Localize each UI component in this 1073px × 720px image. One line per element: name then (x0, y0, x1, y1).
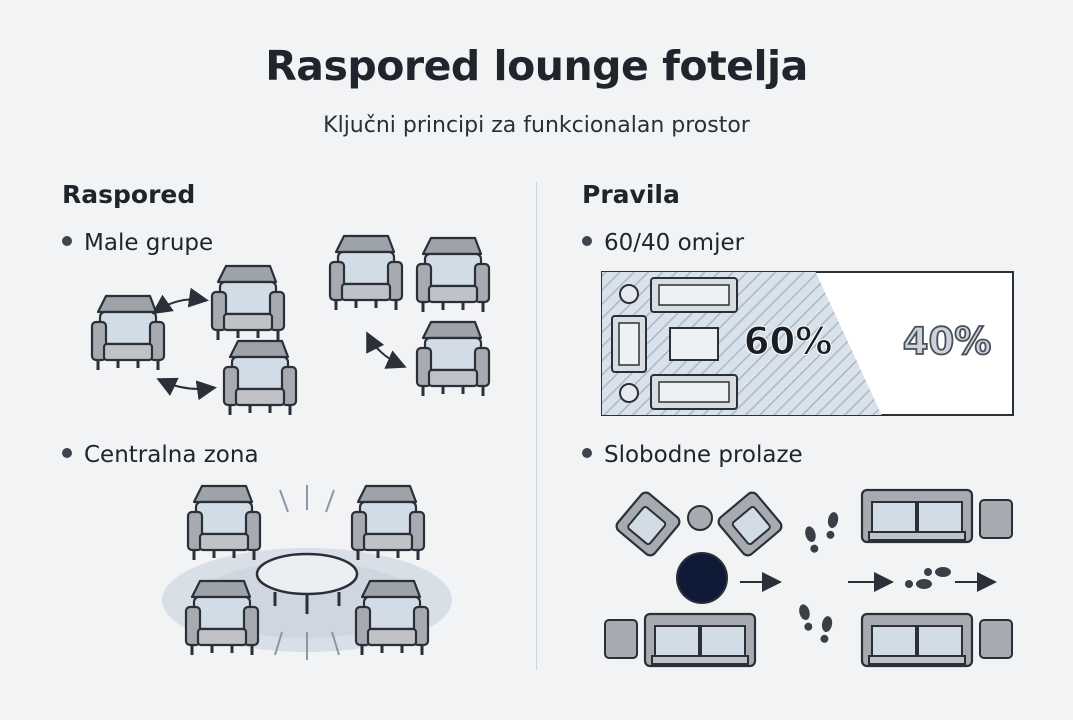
bullet-dot-icon (582, 447, 592, 458)
section-heading-pravila: Pravila (582, 180, 680, 209)
armchair-icon (350, 484, 426, 562)
primary-share-label: 60% (744, 320, 833, 363)
armchair-top-icon (613, 489, 683, 559)
bullet-label: Slobodne prolaze (604, 442, 803, 468)
coffee-table-icon (255, 552, 359, 614)
radiance-lines (274, 485, 340, 660)
bullet-dot-icon (582, 235, 592, 246)
armchair-icon (222, 339, 298, 417)
secondary-share-label: 40% (903, 320, 992, 363)
sofa-icon (650, 277, 738, 313)
side-table-icon (619, 284, 639, 304)
column-divider (536, 182, 537, 670)
bullet-dot-icon (62, 235, 72, 246)
section-heading-raspored: Raspored (62, 180, 196, 209)
ratio-diagram: 60% 40% (601, 271, 1014, 416)
double-arrow-icon (156, 377, 217, 401)
footprint-icon (818, 615, 834, 644)
sofa-top-icon (643, 612, 757, 668)
footprint-icon (905, 579, 932, 589)
bullet-centralna-zona: Centralna zona (62, 442, 259, 468)
small-groups-illustration (90, 234, 491, 417)
bullet-slobodne-prolaze: Slobodne prolaze (582, 442, 803, 468)
armchair-top-icon (715, 489, 785, 559)
bullet-label: Male grupe (84, 230, 214, 256)
side-table-icon (687, 505, 713, 531)
footprint-icon (797, 603, 815, 632)
bullet-label: 60/40 omjer (604, 230, 745, 256)
central-zone-illustration (162, 484, 452, 660)
sofa-top-icon (860, 488, 974, 544)
footprint-icon (924, 567, 951, 577)
side-table-icon (619, 383, 639, 403)
side-table-icon (979, 619, 1013, 659)
armchair-icon (354, 579, 430, 657)
armchair-icon (415, 320, 491, 398)
page-title: Raspored lounge fotelja (265, 42, 808, 90)
side-table-icon (604, 619, 638, 659)
coffee-table-icon (669, 327, 719, 361)
free-passage-illustration (604, 488, 1013, 668)
bullet-label: Centralna zona (84, 442, 259, 468)
side-table-icon (979, 499, 1013, 539)
sofa-top-icon (860, 612, 974, 668)
double-arrow-icon (366, 331, 407, 369)
armchair-icon (210, 264, 286, 342)
page-subtitle: Ključni principi za funkcionalan prostor (323, 113, 750, 138)
sofa-icon (611, 315, 647, 373)
sofa-icon (650, 374, 738, 410)
bullet-omjer: 60/40 omjer (582, 230, 744, 256)
double-arrow-icon (151, 287, 209, 315)
armchair-icon (415, 236, 491, 314)
footprint-icon (824, 511, 840, 540)
armchair-icon (90, 294, 166, 372)
armchair-icon (328, 234, 404, 312)
armchair-icon (184, 579, 260, 657)
bullet-dot-icon (62, 447, 72, 458)
footprint-icon (803, 525, 821, 554)
round-table-icon (676, 552, 728, 604)
bullet-male-grupe: Male grupe (62, 230, 213, 256)
armchair-icon (186, 484, 262, 562)
